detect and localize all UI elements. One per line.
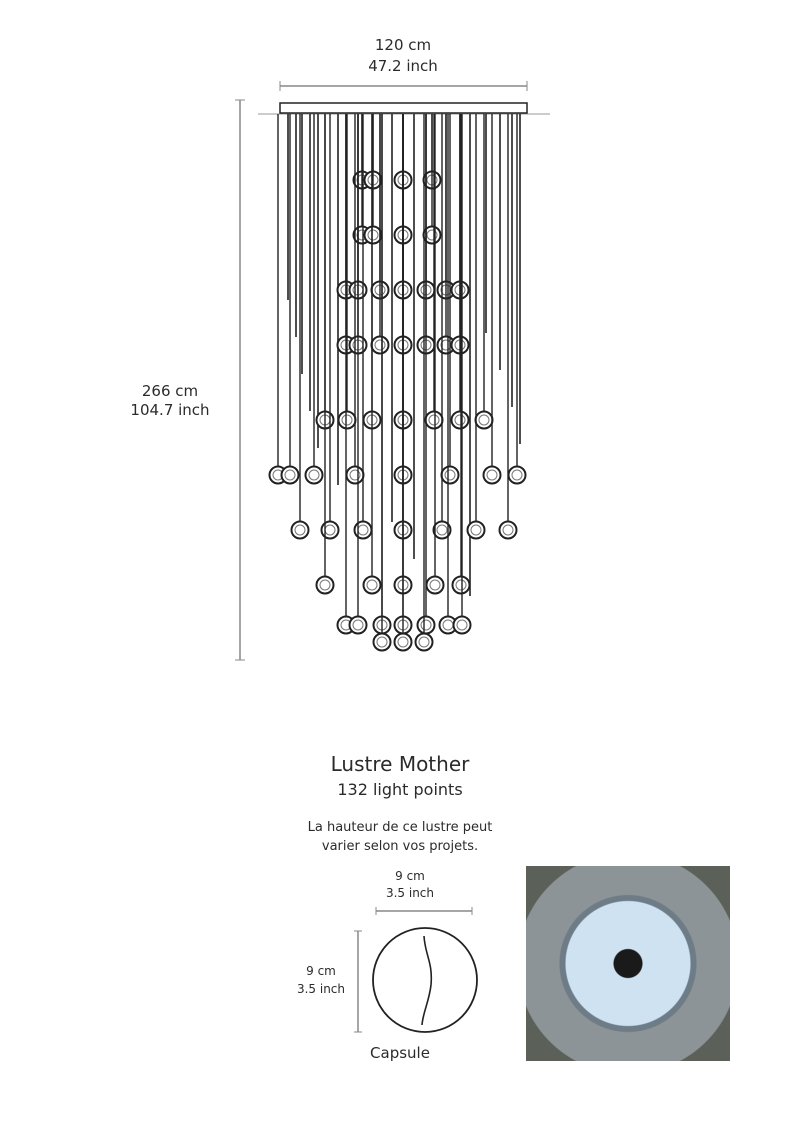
light-capsule [363, 225, 383, 245]
light-capsule [482, 465, 502, 485]
width-inch: 47.2 inch [368, 57, 438, 75]
light-capsule-inner [418, 636, 430, 648]
light-capsule-inner [444, 469, 456, 481]
installation-photo [526, 866, 730, 1061]
light-capsule [507, 465, 527, 485]
light-capsule-inner [478, 414, 490, 426]
light-capsule-inner [284, 469, 296, 481]
light-capsule [315, 575, 335, 595]
light-capsule [414, 632, 434, 652]
light-capsule [452, 615, 472, 635]
light-capsule-inner [511, 469, 523, 481]
light-capsule [337, 410, 357, 430]
light-capsule [320, 520, 340, 540]
capsule-label: Capsule [370, 1044, 430, 1062]
light-capsule [424, 410, 444, 430]
light-capsule-inner [502, 524, 514, 536]
light-capsule [280, 465, 300, 485]
light-capsule-inner [429, 579, 441, 591]
light-capsule [451, 575, 471, 595]
width-cm: 120 cm [374, 36, 432, 54]
height-inch: 104.7 inch [130, 401, 210, 419]
light-capsule [474, 410, 494, 430]
light-capsule-inner [454, 414, 466, 426]
light-capsule-inner [397, 636, 409, 648]
light-capsule-inner [470, 524, 482, 536]
note-line-1: La hauteur de ce lustre peut [307, 820, 493, 835]
light-capsule-inner [367, 229, 379, 241]
light-capsule [372, 632, 392, 652]
light-capsule [466, 520, 486, 540]
capsule-height-inch: 3.5 inch [296, 982, 346, 996]
light-capsule-inner [319, 579, 331, 591]
light-capsule [304, 465, 324, 485]
light-capsule-inner [374, 339, 386, 351]
capsule-outline [372, 927, 478, 1033]
light-capsule-inner [486, 469, 498, 481]
product-subtitle: 132 light points [337, 780, 463, 799]
light-capsule-inner [366, 579, 378, 591]
light-capsule-inner [428, 414, 440, 426]
light-capsule-inner [376, 636, 388, 648]
light-capsule [393, 632, 413, 652]
light-capsule [498, 520, 518, 540]
product-title: Lustre Mother [330, 752, 470, 776]
light-capsule [362, 575, 382, 595]
canopy [279, 102, 528, 114]
note-line-2: varier selon vos projets. [321, 839, 479, 854]
light-capsule-inner [420, 619, 432, 631]
chandelier-drawing [235, 81, 550, 661]
light-capsule-inner [352, 619, 364, 631]
light-capsule-inner [436, 524, 448, 536]
light-capsule-inner [341, 414, 353, 426]
capsule-width-cm: 9 cm [395, 869, 425, 883]
light-capsule-inner [455, 579, 467, 591]
light-capsule-inner [426, 229, 438, 241]
height-cm: 266 cm [141, 382, 199, 400]
light-capsule-inner [294, 524, 306, 536]
light-capsule-inner [456, 619, 468, 631]
light-capsule [353, 520, 373, 540]
capsule-width-inch: 3.5 inch [385, 886, 435, 900]
light-capsule [416, 615, 436, 635]
capsule-height-cm: 9 cm [306, 964, 336, 978]
light-capsule [450, 410, 470, 430]
light-capsule [432, 520, 452, 540]
capsule-seam [421, 935, 433, 1026]
light-capsule [425, 575, 445, 595]
light-capsule-inner [308, 469, 320, 481]
light-capsule [370, 335, 390, 355]
light-capsule [345, 465, 365, 485]
light-capsule-inner [349, 469, 361, 481]
light-capsule [290, 520, 310, 540]
light-capsule [348, 615, 368, 635]
light-capsule [440, 465, 460, 485]
